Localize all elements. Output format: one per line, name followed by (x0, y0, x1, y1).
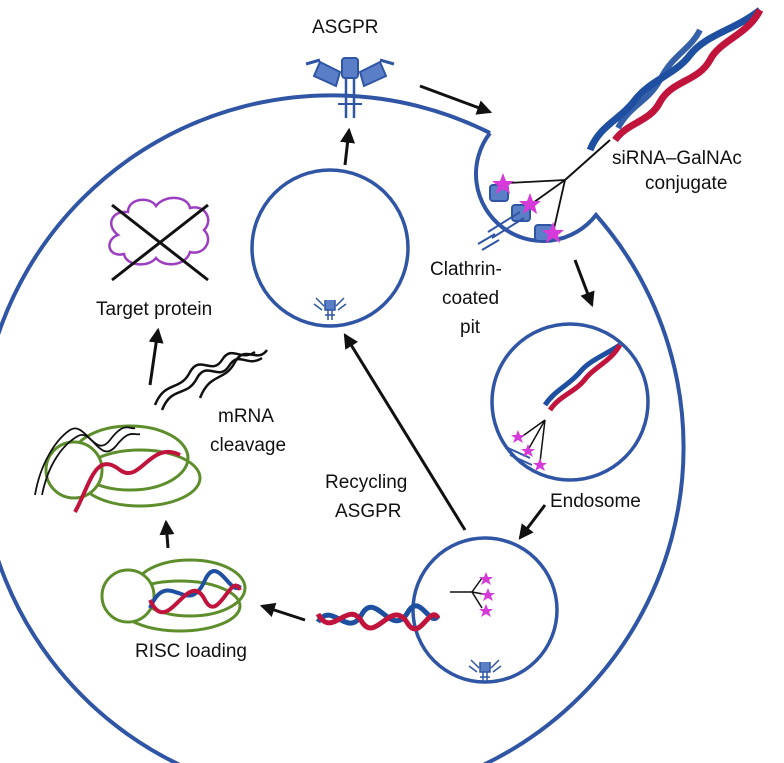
mrna-cleavage-icon (34, 349, 269, 513)
endosome-label: Endosome (550, 491, 641, 512)
pit-label-line2: coated (442, 288, 499, 309)
arrow-endosome-to-late (518, 504, 547, 540)
asgpr-label: ASGPR (312, 17, 379, 38)
cell-membrane (0, 93, 686, 763)
sirna-duplex-icon (564, 7, 764, 181)
arrow-vesicle-to-surface (340, 127, 356, 166)
asgpr-receptor-surface-icon (305, 57, 395, 118)
recycling-label-line1: Recycling (325, 472, 407, 493)
arrow-receptor-to-conjugate (419, 84, 493, 115)
vesicle-receptor-icon (313, 297, 347, 321)
recycling-vesicle-circle (250, 168, 410, 328)
released-galnac-icon (450, 572, 495, 617)
risc-loading-icon (100, 558, 247, 633)
target-protein-label: Target protein (96, 299, 212, 320)
arrow-pit-to-endosome (573, 259, 595, 308)
arrow-cleavage-to-protein (148, 327, 164, 386)
risc-loading-label: RISC loading (135, 641, 247, 662)
endosome-receptor-icon (468, 659, 502, 683)
recycling-label-line2: ASGPR (335, 501, 402, 522)
arrow-recycling (343, 333, 467, 531)
endosome-circle (490, 322, 650, 482)
mrna-label-line1: mRNA (218, 406, 274, 427)
arrow-sirna-to-risc (259, 602, 306, 622)
conjugate-label-line1: siRNA–GalNAc (612, 148, 742, 169)
pit-label-line1: Clathrin- (430, 259, 502, 280)
target-protein-icon (108, 196, 210, 282)
endosome-sirna-icon (507, 342, 623, 471)
free-sirna-icon (315, 603, 441, 632)
conjugate-label-line2: conjugate (645, 173, 727, 194)
bound-receptors-pit-icon (477, 173, 566, 251)
process-arrows (148, 84, 595, 622)
late-endosome-circle (411, 536, 559, 684)
arrow-risc-to-cleavage (159, 519, 175, 549)
mrna-label-line2: cleavage (210, 435, 286, 456)
pit-label-line3: pit (460, 317, 481, 338)
